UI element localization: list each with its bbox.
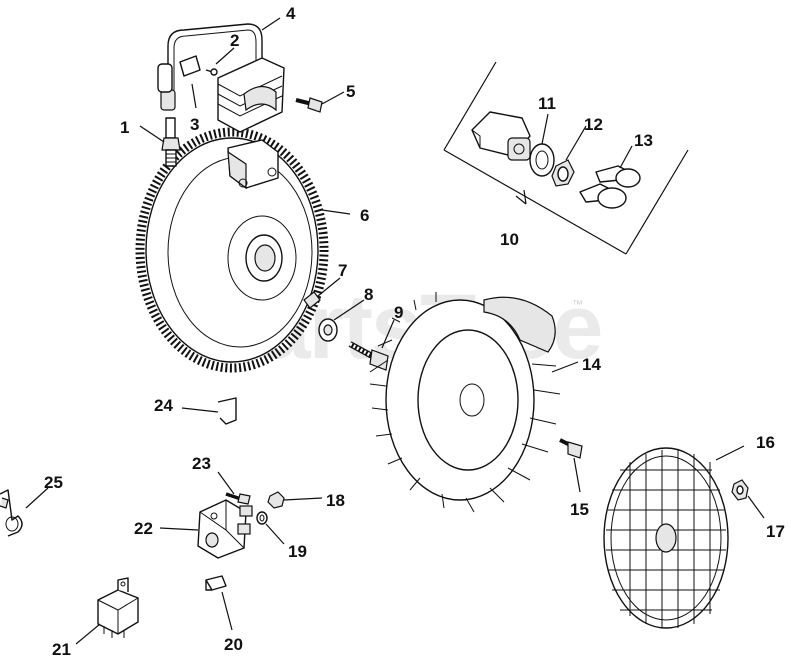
callouts: 1 2 3 4 5 6 7 8 9 10 11 12 13 14 15 16 1… <box>44 4 785 659</box>
callout-10[interactable]: 10 <box>500 230 519 249</box>
callout-7[interactable]: 7 <box>338 261 347 280</box>
wire-clamp[interactable] <box>179 55 218 77</box>
regulator-screw[interactable] <box>225 492 251 505</box>
cooling-fan[interactable] <box>369 292 561 513</box>
grass-screen[interactable] <box>603 447 729 629</box>
callout-15[interactable]: 15 <box>570 500 589 519</box>
callout-4[interactable]: 4 <box>286 4 296 23</box>
screw[interactable] <box>295 97 323 113</box>
watermark-trademark: ™ <box>572 299 583 311</box>
callout-24[interactable]: 24 <box>154 396 173 415</box>
relay[interactable] <box>97 577 139 638</box>
ignition-module[interactable] <box>167 23 285 133</box>
callout-20[interactable]: 20 <box>224 635 243 654</box>
callout-11[interactable]: 11 <box>538 94 556 113</box>
flywheel[interactable] <box>135 127 329 373</box>
clip-bracket[interactable] <box>217 397 237 425</box>
key-switch-assembly[interactable] <box>443 61 689 255</box>
leader-lines <box>25 17 765 645</box>
callout-21[interactable]: 21 <box>52 640 71 659</box>
spark-plug-boot[interactable] <box>157 63 176 111</box>
callout-17[interactable]: 17 <box>766 522 785 541</box>
callout-2[interactable]: 2 <box>230 31 239 50</box>
nut[interactable] <box>267 491 285 509</box>
callout-6[interactable]: 6 <box>360 206 369 225</box>
callout-12[interactable]: 12 <box>584 115 603 134</box>
callout-25[interactable]: 25 <box>44 473 63 492</box>
washer[interactable] <box>318 318 338 342</box>
callout-14[interactable]: 14 <box>582 355 601 374</box>
flywheel-bolt[interactable] <box>348 341 389 371</box>
callout-3[interactable]: 3 <box>190 115 199 134</box>
spark-plug[interactable] <box>161 117 181 167</box>
callout-9[interactable]: 9 <box>394 303 403 322</box>
wire-clamp-20[interactable] <box>205 575 227 591</box>
callout-13[interactable]: 13 <box>634 131 653 150</box>
rectifier-regulator[interactable] <box>197 499 253 559</box>
cable-clamp[interactable] <box>0 489 23 537</box>
screen-nut[interactable] <box>731 479 749 501</box>
gib-key[interactable] <box>303 291 321 309</box>
callout-1[interactable]: 1 <box>120 118 129 137</box>
callout-22[interactable]: 22 <box>134 519 153 538</box>
fan-screw[interactable] <box>559 438 583 459</box>
callout-8[interactable]: 8 <box>364 285 373 304</box>
callout-18[interactable]: 18 <box>326 491 345 510</box>
callout-23[interactable]: 23 <box>192 454 211 473</box>
callout-19[interactable]: 19 <box>288 542 307 561</box>
callout-16[interactable]: 16 <box>756 433 775 452</box>
lock-washer[interactable] <box>256 511 268 525</box>
callout-5[interactable]: 5 <box>346 82 355 101</box>
